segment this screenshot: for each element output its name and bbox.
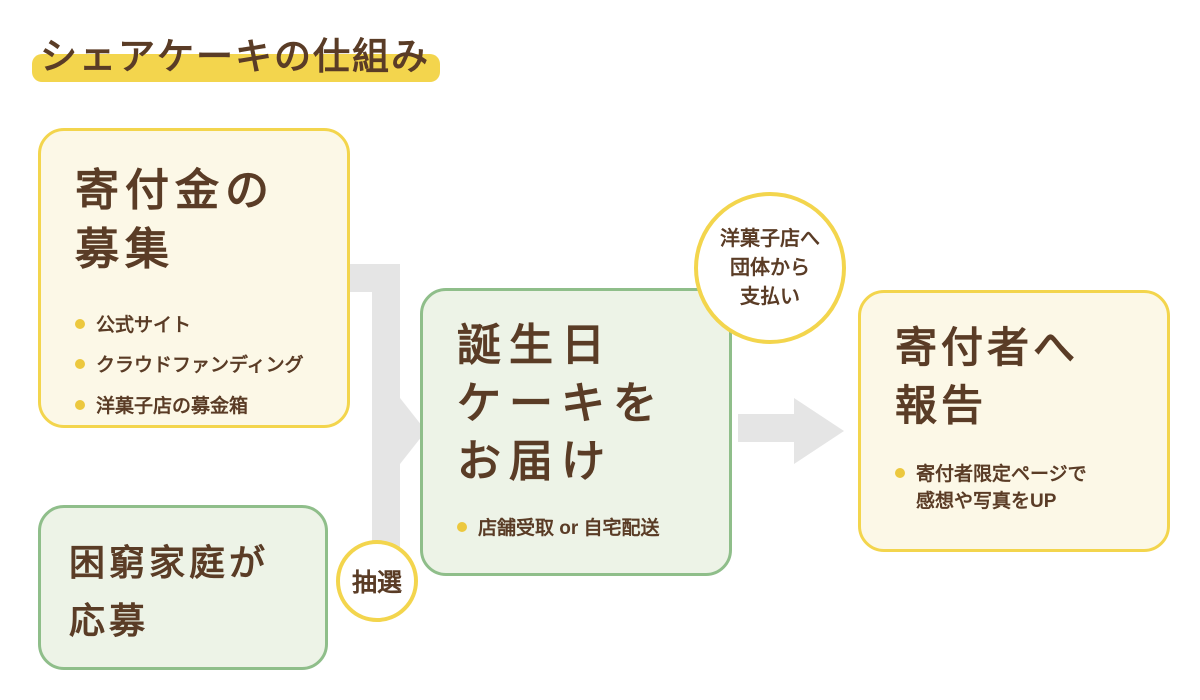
list-item-label: クラウドファンディング xyxy=(96,355,304,377)
list-item: 洋菓子店の募金箱 xyxy=(75,393,313,421)
payment-note-label: 洋菓子店へ 団体から 支払い xyxy=(720,227,820,308)
cake-box: 誕生日 ケーキを お届け 店舗受取 or 自宅配送 xyxy=(420,288,732,576)
lottery-badge: 抽選 xyxy=(336,540,418,622)
report-box: 寄付者へ 報告 寄付者限定ページで 感想や写真をUP xyxy=(858,290,1170,552)
donation-title: 寄付金の 募集 xyxy=(75,166,275,275)
page-title-text: シェアケーキの仕組み xyxy=(40,36,430,77)
family-box: 困窮家庭が 応募 xyxy=(38,505,328,670)
payment-note-badge: 洋菓子店へ 団体から 支払い xyxy=(694,192,846,344)
list-item: クラウドファンディング xyxy=(75,352,313,380)
bullet-icon xyxy=(75,318,85,329)
list-item: 店舗受取 or 自宅配送 xyxy=(457,515,695,543)
arrow-right-icon xyxy=(794,398,844,464)
cake-title: 誕生日 ケーキを お届け xyxy=(457,321,665,487)
title-highlight xyxy=(32,54,440,83)
connector-stub-donation xyxy=(348,264,376,292)
report-title: 寄付者へ 報告 xyxy=(895,324,1080,429)
list-item-label: 寄付者限定ページで 感想や写真をUP xyxy=(916,463,1087,513)
lottery-badge-label: 抽選 xyxy=(351,569,402,597)
list-item-label: 洋菓子店の募金箱 xyxy=(96,395,249,417)
donation-box: 寄付金の 募集 公式サイト クラウドファンディング 洋菓子店の募金箱 xyxy=(38,128,350,428)
family-title: 困窮家庭が 応募 xyxy=(69,542,270,641)
cake-items: 店舗受取 or 自宅配送 xyxy=(457,515,695,543)
connector-down-bar xyxy=(372,264,400,588)
list-item: 寄付者限定ページで 感想や写真をUP xyxy=(895,461,1133,516)
page-title: シェアケーキの仕組み xyxy=(32,26,440,83)
list-item-label: 公式サイト xyxy=(96,314,192,336)
bullet-icon xyxy=(75,359,85,370)
connector-cake-to-report xyxy=(738,414,794,442)
list-item-label: 店舗受取 or 自宅配送 xyxy=(478,518,660,540)
list-item: 公式サイト xyxy=(75,312,313,340)
donation-items: 公式サイト クラウドファンディング 洋菓子店の募金箱 xyxy=(75,312,313,421)
report-items: 寄付者限定ページで 感想や写真をUP xyxy=(895,461,1133,516)
bullet-icon xyxy=(75,399,85,410)
bullet-icon xyxy=(895,467,905,478)
bullet-icon xyxy=(457,522,467,533)
